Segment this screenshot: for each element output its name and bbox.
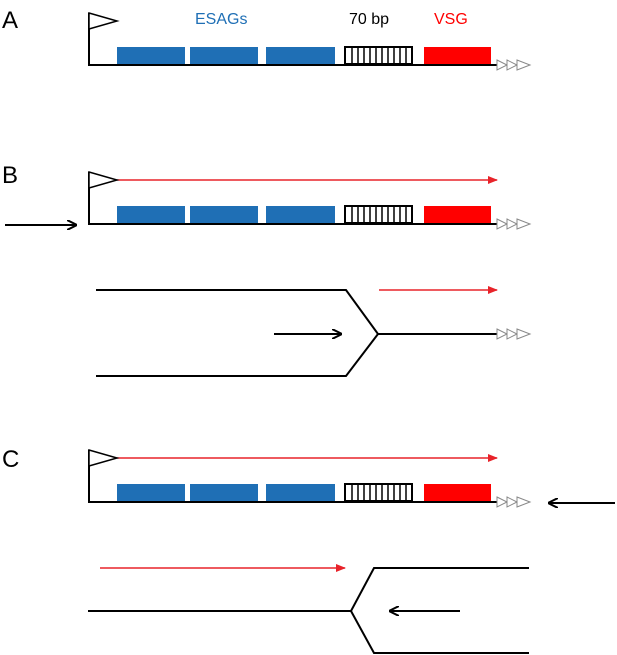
flag-icon xyxy=(88,171,120,224)
esag-box xyxy=(190,206,258,223)
panel-label-b: B xyxy=(2,162,18,189)
telomere-arrowheads-icon xyxy=(496,218,532,230)
vsg-box xyxy=(424,206,491,223)
replication-fork xyxy=(88,567,529,654)
repeats-box xyxy=(344,205,413,224)
panel-b: B xyxy=(2,162,532,377)
flag-icon xyxy=(88,449,120,502)
vsg-box xyxy=(424,484,491,501)
esag-box xyxy=(266,47,335,64)
repeats-box xyxy=(344,483,413,502)
esags-label: ESAGs xyxy=(195,11,247,28)
esag-box xyxy=(190,47,258,64)
panel-label-c: C xyxy=(2,446,19,473)
esag-box xyxy=(117,206,185,223)
esag-box xyxy=(117,47,185,64)
panel-c: C xyxy=(2,446,615,654)
esag-box xyxy=(117,484,185,501)
esag-box xyxy=(266,206,335,223)
vsg-label: VSG xyxy=(434,11,468,28)
telomere-arrowheads-icon xyxy=(496,328,532,340)
esag-box xyxy=(266,484,335,501)
panel-label-a: A xyxy=(2,7,18,34)
vsg-box xyxy=(424,47,491,64)
panel-a: A ESAGs 70 bp VSG xyxy=(2,7,532,71)
repeats-box xyxy=(344,46,413,65)
repeats-label: 70 bp xyxy=(349,11,389,28)
esag-box xyxy=(190,484,258,501)
telomere-arrowheads-icon xyxy=(496,496,532,508)
flag-icon xyxy=(88,12,120,65)
replication-fork xyxy=(96,289,497,377)
telomere-arrowheads-icon xyxy=(496,59,532,71)
